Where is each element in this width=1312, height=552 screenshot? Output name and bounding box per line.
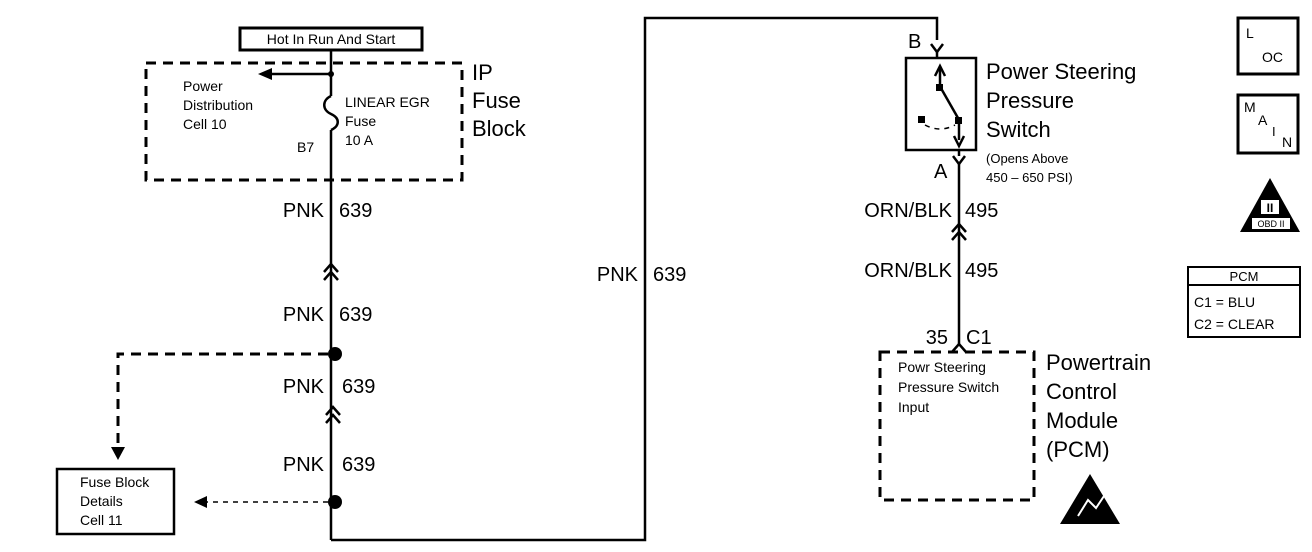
fuse-block-details-1: Fuse Block	[80, 474, 150, 490]
fuse-block-details-3: Cell 11	[80, 512, 123, 528]
pcm-input-1: Powr Steering	[898, 359, 986, 375]
loc-icon-oc: OC	[1262, 49, 1283, 65]
connector-chevron-2	[325, 405, 341, 424]
pcm-input-2: Pressure Switch	[898, 379, 999, 395]
switch-note-2: 450 – 650 PSI)	[986, 170, 1073, 185]
obd-ii-icon: II OBD II	[1240, 178, 1300, 232]
main-icon-n: N	[1282, 134, 1292, 150]
splice-2	[328, 495, 342, 509]
wire-color-7: ORN/BLK	[864, 260, 952, 282]
wire-circuit-1: 639	[339, 200, 372, 222]
switch-note-1: (Opens Above	[986, 151, 1068, 166]
fuse-name: LINEAR EGR	[345, 94, 430, 110]
wire-color-5: PNK	[597, 264, 639, 286]
ip-fuse-block: IP Fuse Block Power Distribution Cell 10…	[144, 60, 527, 182]
switch-pin-bottom: A	[934, 161, 948, 183]
power-source: Hot In Run And Start	[238, 26, 424, 52]
power-distribution-label-2: Distribution	[183, 97, 253, 113]
pcm-legend-c2: C2 = CLEAR	[1194, 316, 1275, 332]
main-icon-m: M	[1244, 99, 1256, 115]
wire-color-4: PNK	[283, 454, 325, 476]
fuse-block-details: Fuse Block Details Cell 11	[55, 467, 176, 536]
power-steering-pressure-switch	[904, 56, 978, 152]
ip-fuse-block-label-1: IP	[472, 60, 493, 85]
pcm-connector-name: C1	[966, 327, 992, 349]
power-distribution-label-3: Cell 10	[183, 116, 227, 132]
connector-chevron-1	[323, 262, 339, 281]
wire-circuit-6: 495	[965, 200, 998, 222]
main-icon: M A I N	[1236, 93, 1300, 155]
ip-fuse-block-label-3: Block	[472, 116, 527, 141]
fuse-block-details-2: Details	[80, 493, 123, 509]
wire-color-3: PNK	[283, 376, 325, 398]
wire-circuit-7: 495	[965, 260, 998, 282]
wire-circuit-4: 639	[342, 454, 375, 476]
wire-color-6: ORN/BLK	[864, 200, 952, 222]
switch-pin-top: B	[908, 31, 921, 53]
fuse-word: Fuse	[345, 113, 376, 129]
switch-name-2: Pressure	[986, 88, 1074, 113]
pcm-module: Powr Steering Pressure Switch Input	[878, 350, 1036, 502]
main-icon-i: I	[1272, 124, 1276, 139]
fuse-terminal: B7	[297, 139, 314, 155]
fuse-rating: 10 A	[345, 132, 374, 148]
fuse-icon	[323, 94, 339, 132]
splice-1	[328, 347, 342, 361]
obd-ii-numeral: II	[1267, 201, 1274, 215]
pcm-legend-title: PCM	[1230, 269, 1259, 284]
pcm-name-4: (PCM)	[1046, 437, 1110, 462]
wire-circuit-3: 639	[342, 376, 375, 398]
wire-color-2: PNK	[283, 304, 325, 326]
switch-name-1: Power Steering	[986, 59, 1136, 84]
connector-chevron-3	[951, 222, 967, 241]
power-source-label: Hot In Run And Start	[267, 31, 396, 47]
ip-fuse-block-label-2: Fuse	[472, 88, 521, 113]
esd-warning-icon	[1060, 474, 1120, 524]
pcm-name-1: Powertrain	[1046, 350, 1151, 375]
pcm-input-3: Input	[898, 399, 929, 415]
pcm-connector-legend: PCM C1 = BLU C2 = CLEAR	[1187, 266, 1301, 338]
pcm-name-2: Control	[1046, 379, 1117, 404]
loc-icon-l: L	[1246, 25, 1254, 41]
loc-icon: L OC	[1236, 16, 1300, 76]
wire-circuit-5: 639	[653, 264, 686, 286]
switch-name-3: Switch	[986, 117, 1051, 142]
obd-ii-text: OBD II	[1257, 219, 1284, 229]
pcm-name-3: Module	[1046, 408, 1118, 433]
arrow-left-icon	[258, 68, 272, 80]
pcm-legend-c1: C1 = BLU	[1194, 294, 1255, 310]
wire-color-1: PNK	[283, 200, 325, 222]
arrow-down-icon	[111, 447, 125, 460]
pcm-connector-pin: 35	[926, 327, 948, 349]
power-distribution-label-1: Power	[183, 78, 223, 94]
wire-circuit-2: 639	[339, 304, 372, 326]
main-icon-a: A	[1258, 112, 1268, 128]
arrow-left-icon-2	[194, 496, 207, 508]
